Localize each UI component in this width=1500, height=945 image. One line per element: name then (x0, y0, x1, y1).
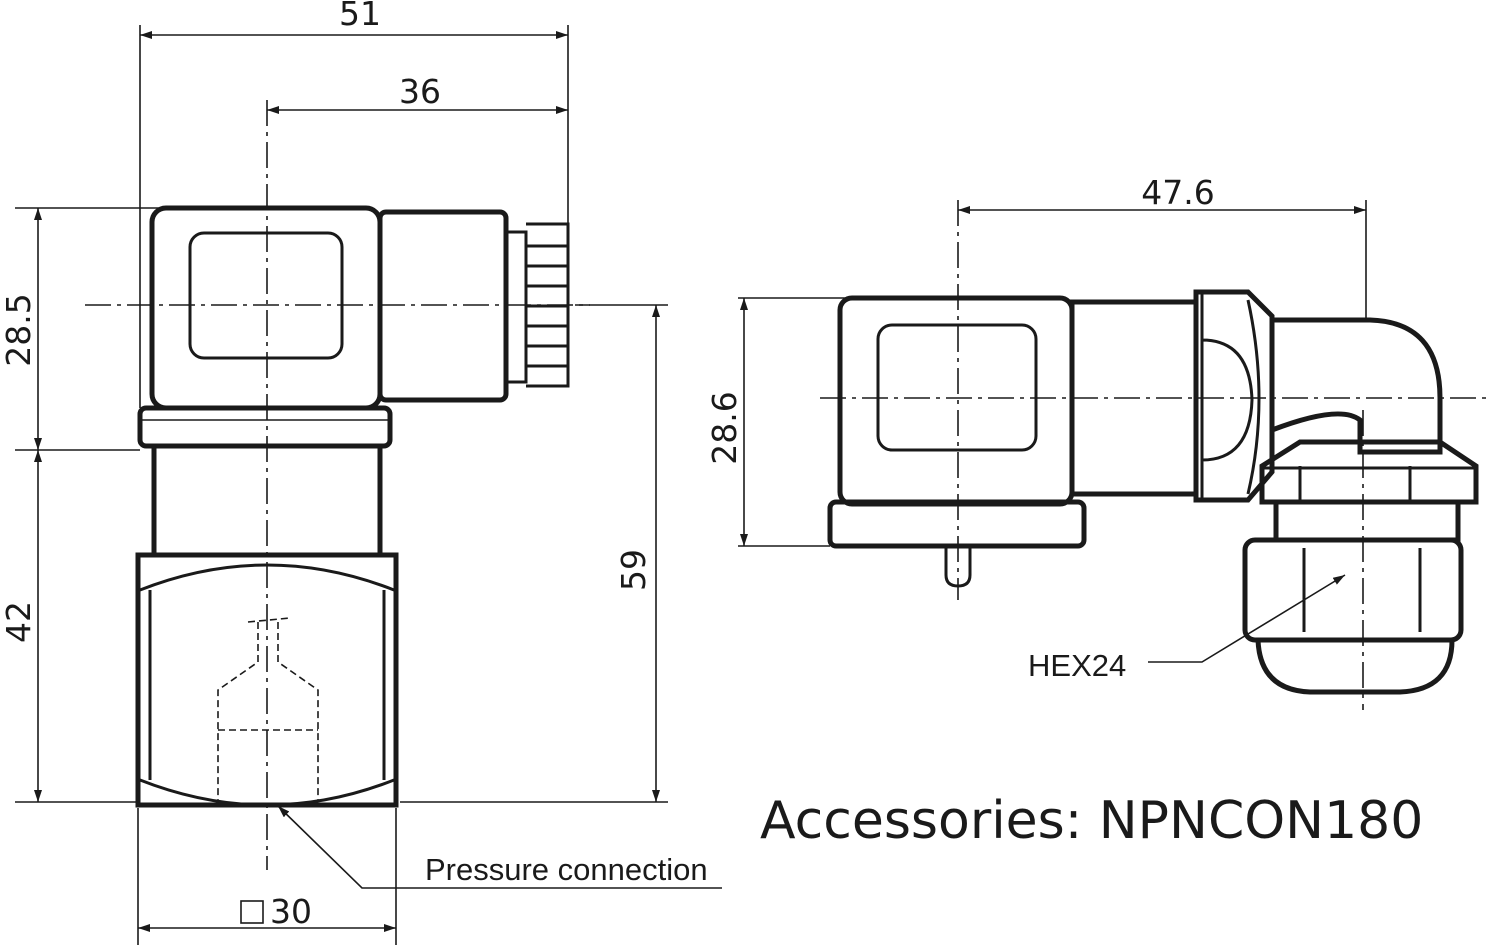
left-neck (151, 446, 383, 555)
right-housing-window (876, 323, 1038, 452)
dim-28-6: 28.6 (705, 391, 744, 464)
left-cable-gland (377, 209, 509, 403)
right-hex-nut (1193, 289, 1275, 503)
dim-28-5: 28.5 (0, 293, 38, 366)
right-elbow (1271, 317, 1443, 455)
right-gland-nut (1259, 439, 1479, 505)
dim-30: 30 (270, 892, 312, 931)
right-gland-cap (1273, 502, 1461, 543)
left-connector-housing (149, 205, 383, 411)
dim-42: 42 (0, 601, 38, 643)
pressure-connection-leader (277, 805, 722, 889)
dim-36: 36 (399, 72, 441, 111)
dim-47-6: 47.6 (1141, 173, 1214, 212)
hex-label: HEX24 (1028, 648, 1126, 683)
dim-51: 51 (339, 0, 381, 33)
dim-59: 59 (614, 549, 653, 591)
hex-leader (1148, 574, 1346, 663)
right-flange (827, 499, 1087, 549)
accessories-label: Accessories: NPNCON180 (760, 791, 1423, 851)
left-seal-ring (137, 405, 393, 449)
right-gland-dome (1255, 639, 1455, 695)
left-hidden-port (217, 617, 319, 800)
square-symbol-icon (240, 900, 264, 924)
right-view: 47.6 28.6 HEX24 (705, 173, 1490, 710)
left-view: 51 36 28.5 42 59 30 Pressure connection (0, 0, 722, 945)
pressure-connection-label: Pressure connection (425, 852, 708, 887)
left-gland-nut (504, 230, 528, 384)
left-housing-window (188, 231, 344, 360)
